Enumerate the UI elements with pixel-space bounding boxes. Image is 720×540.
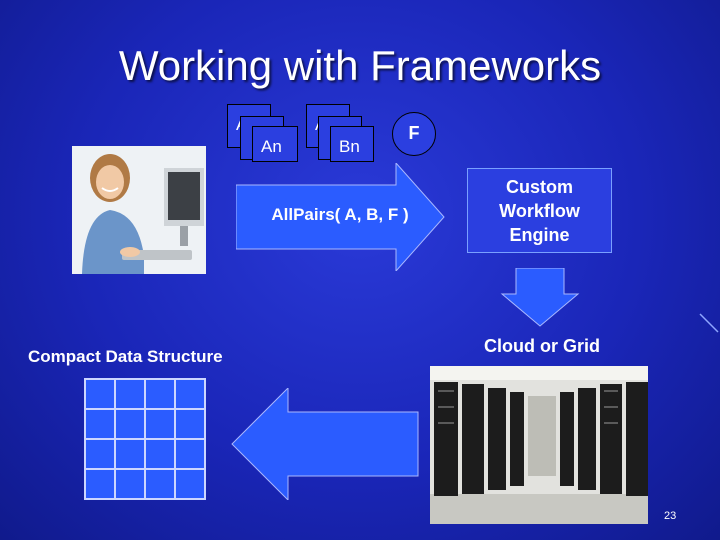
grid-cell [115,469,145,499]
grid-cell [175,409,205,439]
server-room-photo [430,366,648,524]
grid-cell [115,379,145,409]
grid-cell [85,379,115,409]
grid-cell [145,409,175,439]
set-b-card-front: Bn [330,126,374,162]
down-arrow [500,268,580,327]
allpairs-label: AllPairs( A, B, F ) [271,205,409,224]
set-a-front-label: An [261,137,282,156]
grid-cell [145,469,175,499]
compact-data-grid [84,378,206,500]
grid-cell [115,409,145,439]
cloud-grid-label: Cloud or Grid [484,336,600,356]
page-number: 23 [664,510,677,522]
grid-cell [85,469,115,499]
left-arrow [231,388,419,500]
grid-cell [85,439,115,469]
workflow-engine-box: Custom Workflow Engine [467,168,612,253]
grid-cell [175,469,205,499]
slide-title: Working with Frameworks [118,42,602,89]
function-circle: F [392,112,436,156]
workflow-engine-label: Custom Workflow Engine [499,176,580,245]
set-a-card-front: An [252,126,298,162]
grid-cell [85,409,115,439]
grid-cell [145,379,175,409]
set-b-front-label: Bn [339,137,360,156]
grid-cell [175,379,205,409]
grid-cell [115,439,145,469]
decorative-line [699,313,719,333]
woman-at-computer-photo [72,146,206,274]
right-arrow [236,163,445,271]
grid-cell [175,439,205,469]
grid-cell [145,439,175,469]
compact-data-label: Compact Data Structure [28,347,223,366]
